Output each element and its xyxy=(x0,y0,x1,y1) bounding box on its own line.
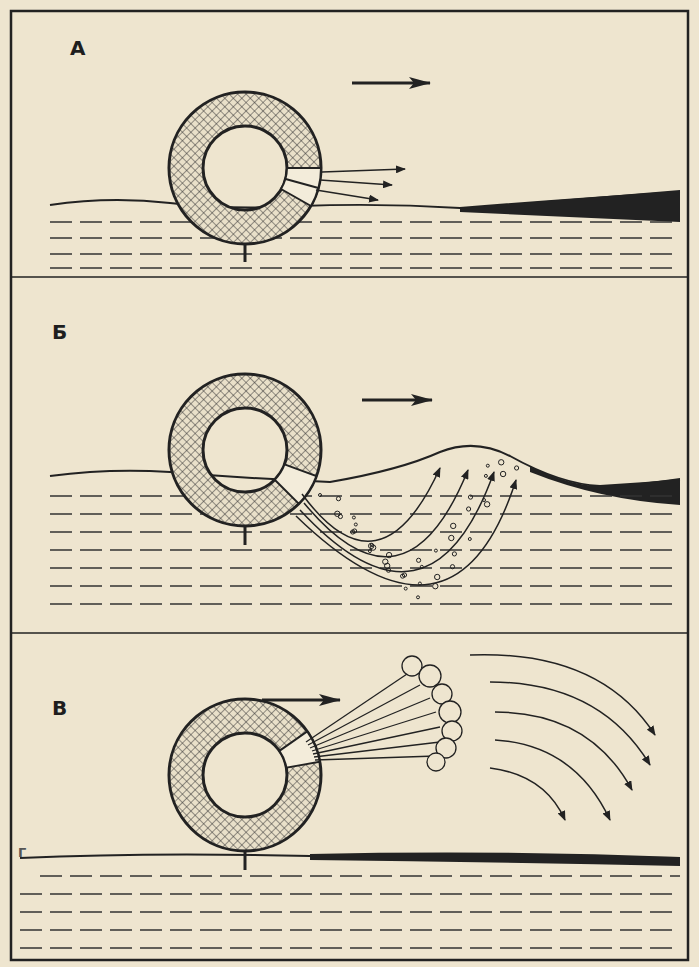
bubble xyxy=(500,471,505,476)
bubble xyxy=(368,550,371,553)
panel-letter: В xyxy=(52,698,67,718)
bubble xyxy=(452,552,456,556)
panel-b xyxy=(50,374,680,604)
bubble xyxy=(435,574,440,579)
bubble xyxy=(417,558,421,562)
bubble xyxy=(449,535,454,540)
bubble xyxy=(484,502,489,507)
bubble xyxy=(417,596,420,599)
frame xyxy=(11,11,688,960)
bubble xyxy=(352,516,355,519)
bubble xyxy=(433,584,438,589)
bubble xyxy=(354,523,357,526)
bubble xyxy=(335,511,340,516)
panel-c xyxy=(20,655,680,948)
bubble xyxy=(499,460,504,465)
bubble xyxy=(370,545,375,550)
panel-a xyxy=(50,83,680,268)
bubble xyxy=(468,538,471,541)
bubble xyxy=(402,573,406,577)
ring-section xyxy=(169,374,321,526)
bubble xyxy=(434,549,437,552)
ring-section xyxy=(169,699,321,851)
bubble xyxy=(451,523,456,528)
panel-letter: Б xyxy=(52,322,67,342)
bubble xyxy=(450,565,454,569)
ring-section xyxy=(169,92,321,244)
bubble xyxy=(353,529,357,533)
bubble xyxy=(515,466,519,470)
bubble xyxy=(484,474,487,477)
bubble xyxy=(404,587,407,590)
bubble xyxy=(486,464,489,467)
bubble xyxy=(467,507,471,511)
bubble xyxy=(336,497,340,501)
bubble xyxy=(468,495,472,499)
bubble xyxy=(338,514,342,518)
bubble xyxy=(319,494,322,497)
panel-letter: А xyxy=(70,38,85,58)
panel-letter: Г xyxy=(18,846,26,859)
